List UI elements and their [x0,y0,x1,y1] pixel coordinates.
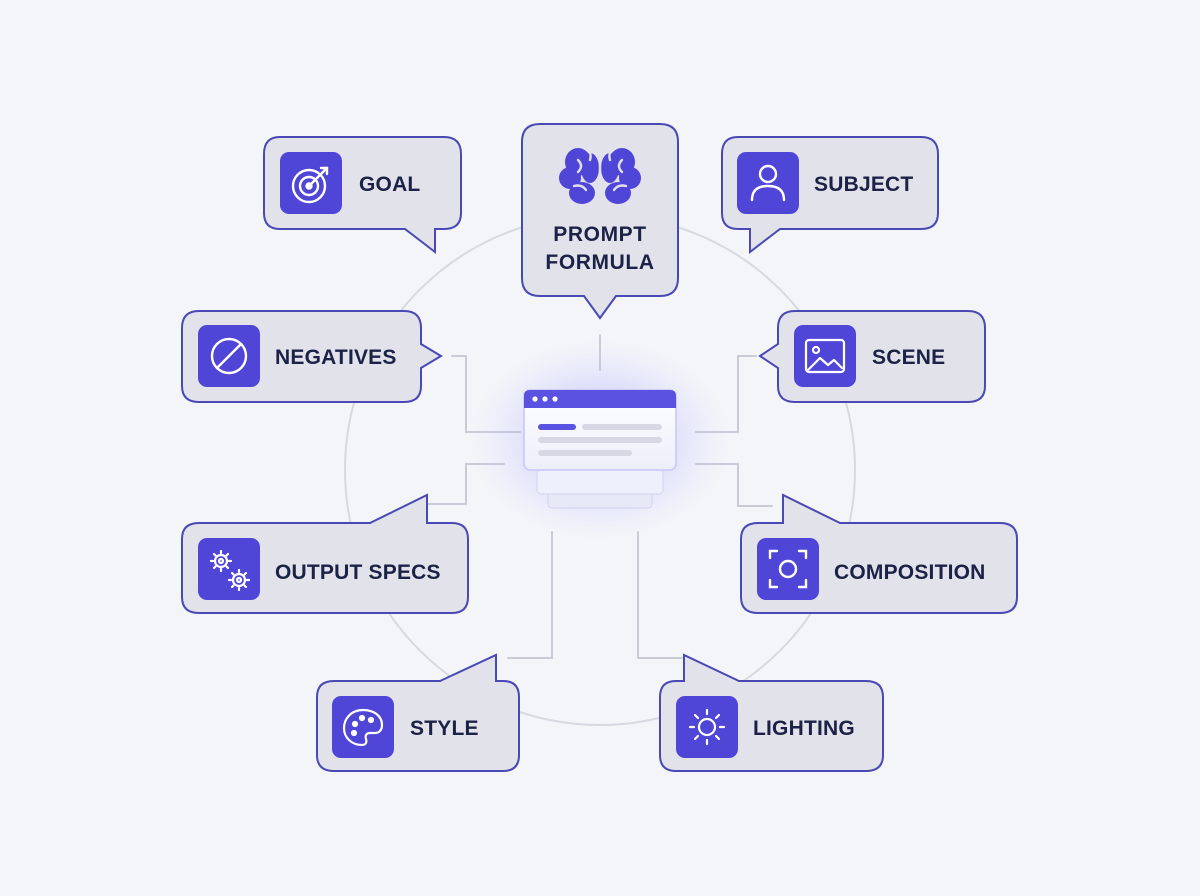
window-line-accent [538,424,576,430]
user-icon [750,164,786,202]
window-line-2 [538,437,662,443]
brain-icon [559,144,641,207]
gears-icon [209,549,251,592]
palette-icon [342,708,384,747]
sun-icon [688,708,726,746]
card-stack-middle [536,469,664,495]
node-scene: SCENE [758,310,986,403]
window-line-3 [538,450,632,456]
scene-label: SCENE [872,346,945,369]
window-dot-1 [532,396,538,402]
window-dot-3 [552,396,558,402]
node-style: STYLE [316,653,520,772]
output-specs-label: OUTPUT SPECS [275,561,441,584]
connector-style [507,531,553,659]
node-composition: COMPOSITION [740,493,1018,614]
subject-label: SUBJECT [814,173,913,196]
composition-icon-tile [757,538,819,600]
output-specs-icon-tile [198,538,260,600]
style-icon-tile [332,696,394,758]
scene-icon-tile [794,325,856,387]
prompt-formula-title-line1: PROMPT [553,223,646,246]
negatives-label: NEGATIVES [275,346,397,369]
style-label: STYLE [410,717,479,740]
lighting-icon-tile [676,696,738,758]
goal-label: GOAL [359,173,420,196]
center-card [470,340,730,540]
node-subject: SUBJECT [721,136,939,255]
focus-frame-icon [768,549,808,589]
window-titlebar [524,390,676,408]
window-line-1 [582,424,662,430]
node-lighting: LIGHTING [659,653,884,772]
prohibit-icon [210,337,248,375]
prompt-formula-bubble: PROMPT FORMULA [521,123,679,320]
node-goal: GOAL [263,136,462,255]
node-output-specs: OUTPUT SPECS [181,493,469,614]
lighting-label: LIGHTING [753,717,855,740]
composition-label: COMPOSITION [834,561,986,584]
prompt-formula-title-line2: FORMULA [545,251,654,274]
node-negatives: NEGATIVES [181,310,443,403]
target-icon [291,166,329,204]
image-icon [804,338,846,374]
window-dot-2 [542,396,548,402]
connector-lighting [637,531,683,659]
